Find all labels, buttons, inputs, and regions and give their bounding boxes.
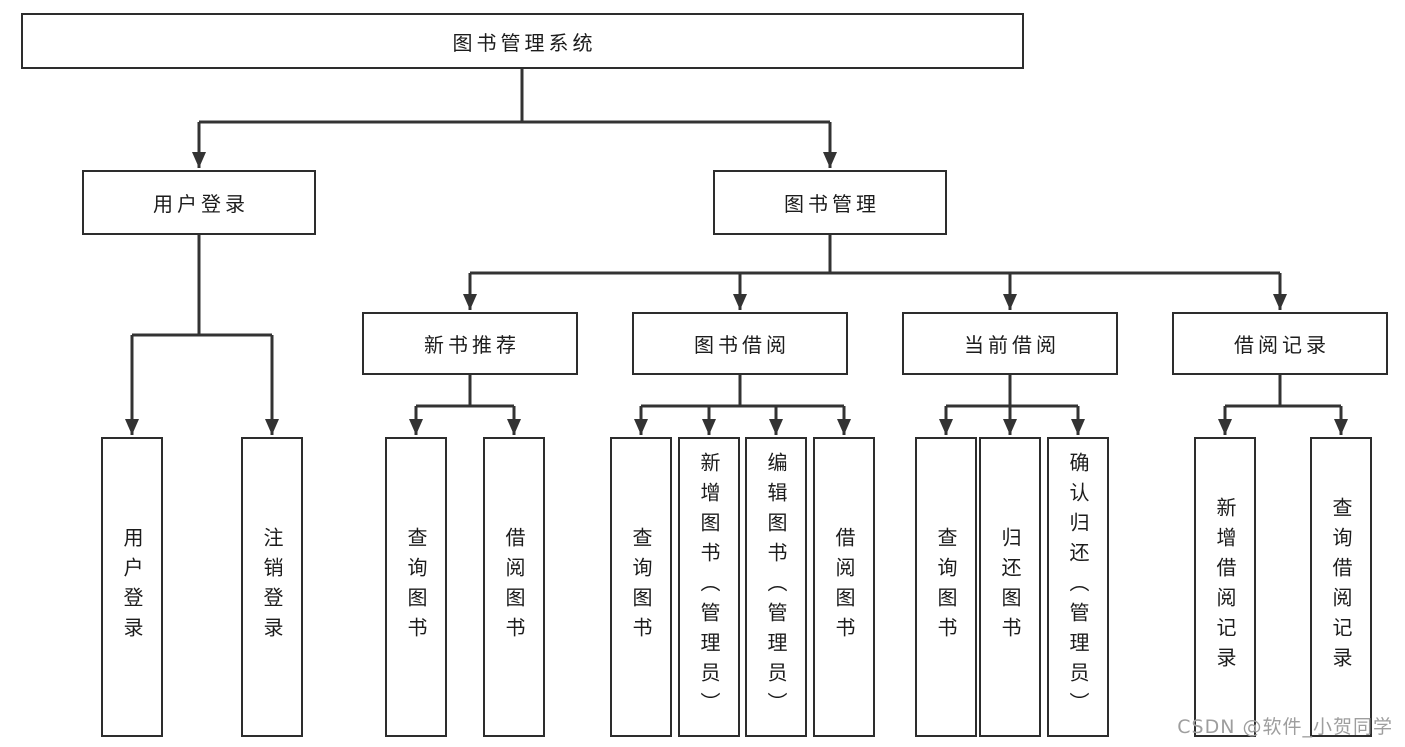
node-leaf-add-borrow-record-label: 新增借阅记录 [1213, 497, 1237, 677]
csdn-watermark: CSDN @软件_小贺同学 [1177, 716, 1393, 738]
node-leaf-add-book-admin: 新增图书（管理员） [678, 437, 740, 737]
node-leaf-borrow-book-1-label: 借阅图书 [502, 527, 526, 647]
node-leaf-return-book: 归还图书 [979, 437, 1041, 737]
node-leaf-edit-book-admin: 编辑图书（管理员） [745, 437, 807, 737]
node-user-login: 用户登录 [82, 170, 316, 235]
node-new-book-recommend-label: 新书推荐 [424, 333, 520, 357]
node-leaf-confirm-return-admin: 确认归还（管理员） [1047, 437, 1109, 737]
node-leaf-confirm-return-admin-label: 确认归还（管理员） [1066, 452, 1090, 722]
node-leaf-user-login: 用户登录 [101, 437, 163, 737]
node-book-borrow: 图书借阅 [632, 312, 848, 375]
node-root: 图书管理系统 [21, 13, 1024, 69]
node-borrow-records-label: 借阅记录 [1234, 333, 1330, 357]
node-borrow-records: 借阅记录 [1172, 312, 1388, 375]
node-leaf-borrow-book-2-label: 借阅图书 [832, 527, 856, 647]
node-book-management: 图书管理 [713, 170, 947, 235]
node-leaf-query-book-2-label: 查询图书 [629, 527, 653, 647]
node-leaf-logout: 注销登录 [241, 437, 303, 737]
node-current-borrow-label: 当前借阅 [964, 333, 1060, 357]
node-leaf-borrow-book-2: 借阅图书 [813, 437, 875, 737]
node-leaf-query-book-3: 查询图书 [915, 437, 977, 737]
node-current-borrow: 当前借阅 [902, 312, 1118, 375]
node-leaf-query-borrow-record: 查询借阅记录 [1310, 437, 1372, 737]
node-leaf-query-borrow-record-label: 查询借阅记录 [1329, 497, 1353, 677]
node-leaf-add-book-admin-label: 新增图书（管理员） [697, 452, 721, 722]
node-leaf-user-login-label: 用户登录 [120, 527, 144, 647]
node-new-book-recommend: 新书推荐 [362, 312, 578, 375]
node-leaf-query-book-3-label: 查询图书 [934, 527, 958, 647]
node-leaf-edit-book-admin-label: 编辑图书（管理员） [764, 452, 788, 722]
node-leaf-query-book-1-label: 查询图书 [404, 527, 428, 647]
node-root-label: 图书管理系统 [452, 30, 597, 55]
node-leaf-return-book-label: 归还图书 [998, 527, 1022, 647]
node-leaf-logout-label: 注销登录 [260, 527, 284, 647]
node-leaf-query-book-2: 查询图书 [610, 437, 672, 737]
node-leaf-add-borrow-record: 新增借阅记录 [1194, 437, 1256, 737]
node-book-management-label: 图书管理 [784, 192, 880, 216]
node-user-login-label: 用户登录 [153, 192, 249, 216]
node-book-borrow-label: 图书借阅 [694, 333, 790, 357]
node-leaf-borrow-book-1: 借阅图书 [483, 437, 545, 737]
node-leaf-query-book-1: 查询图书 [385, 437, 447, 737]
